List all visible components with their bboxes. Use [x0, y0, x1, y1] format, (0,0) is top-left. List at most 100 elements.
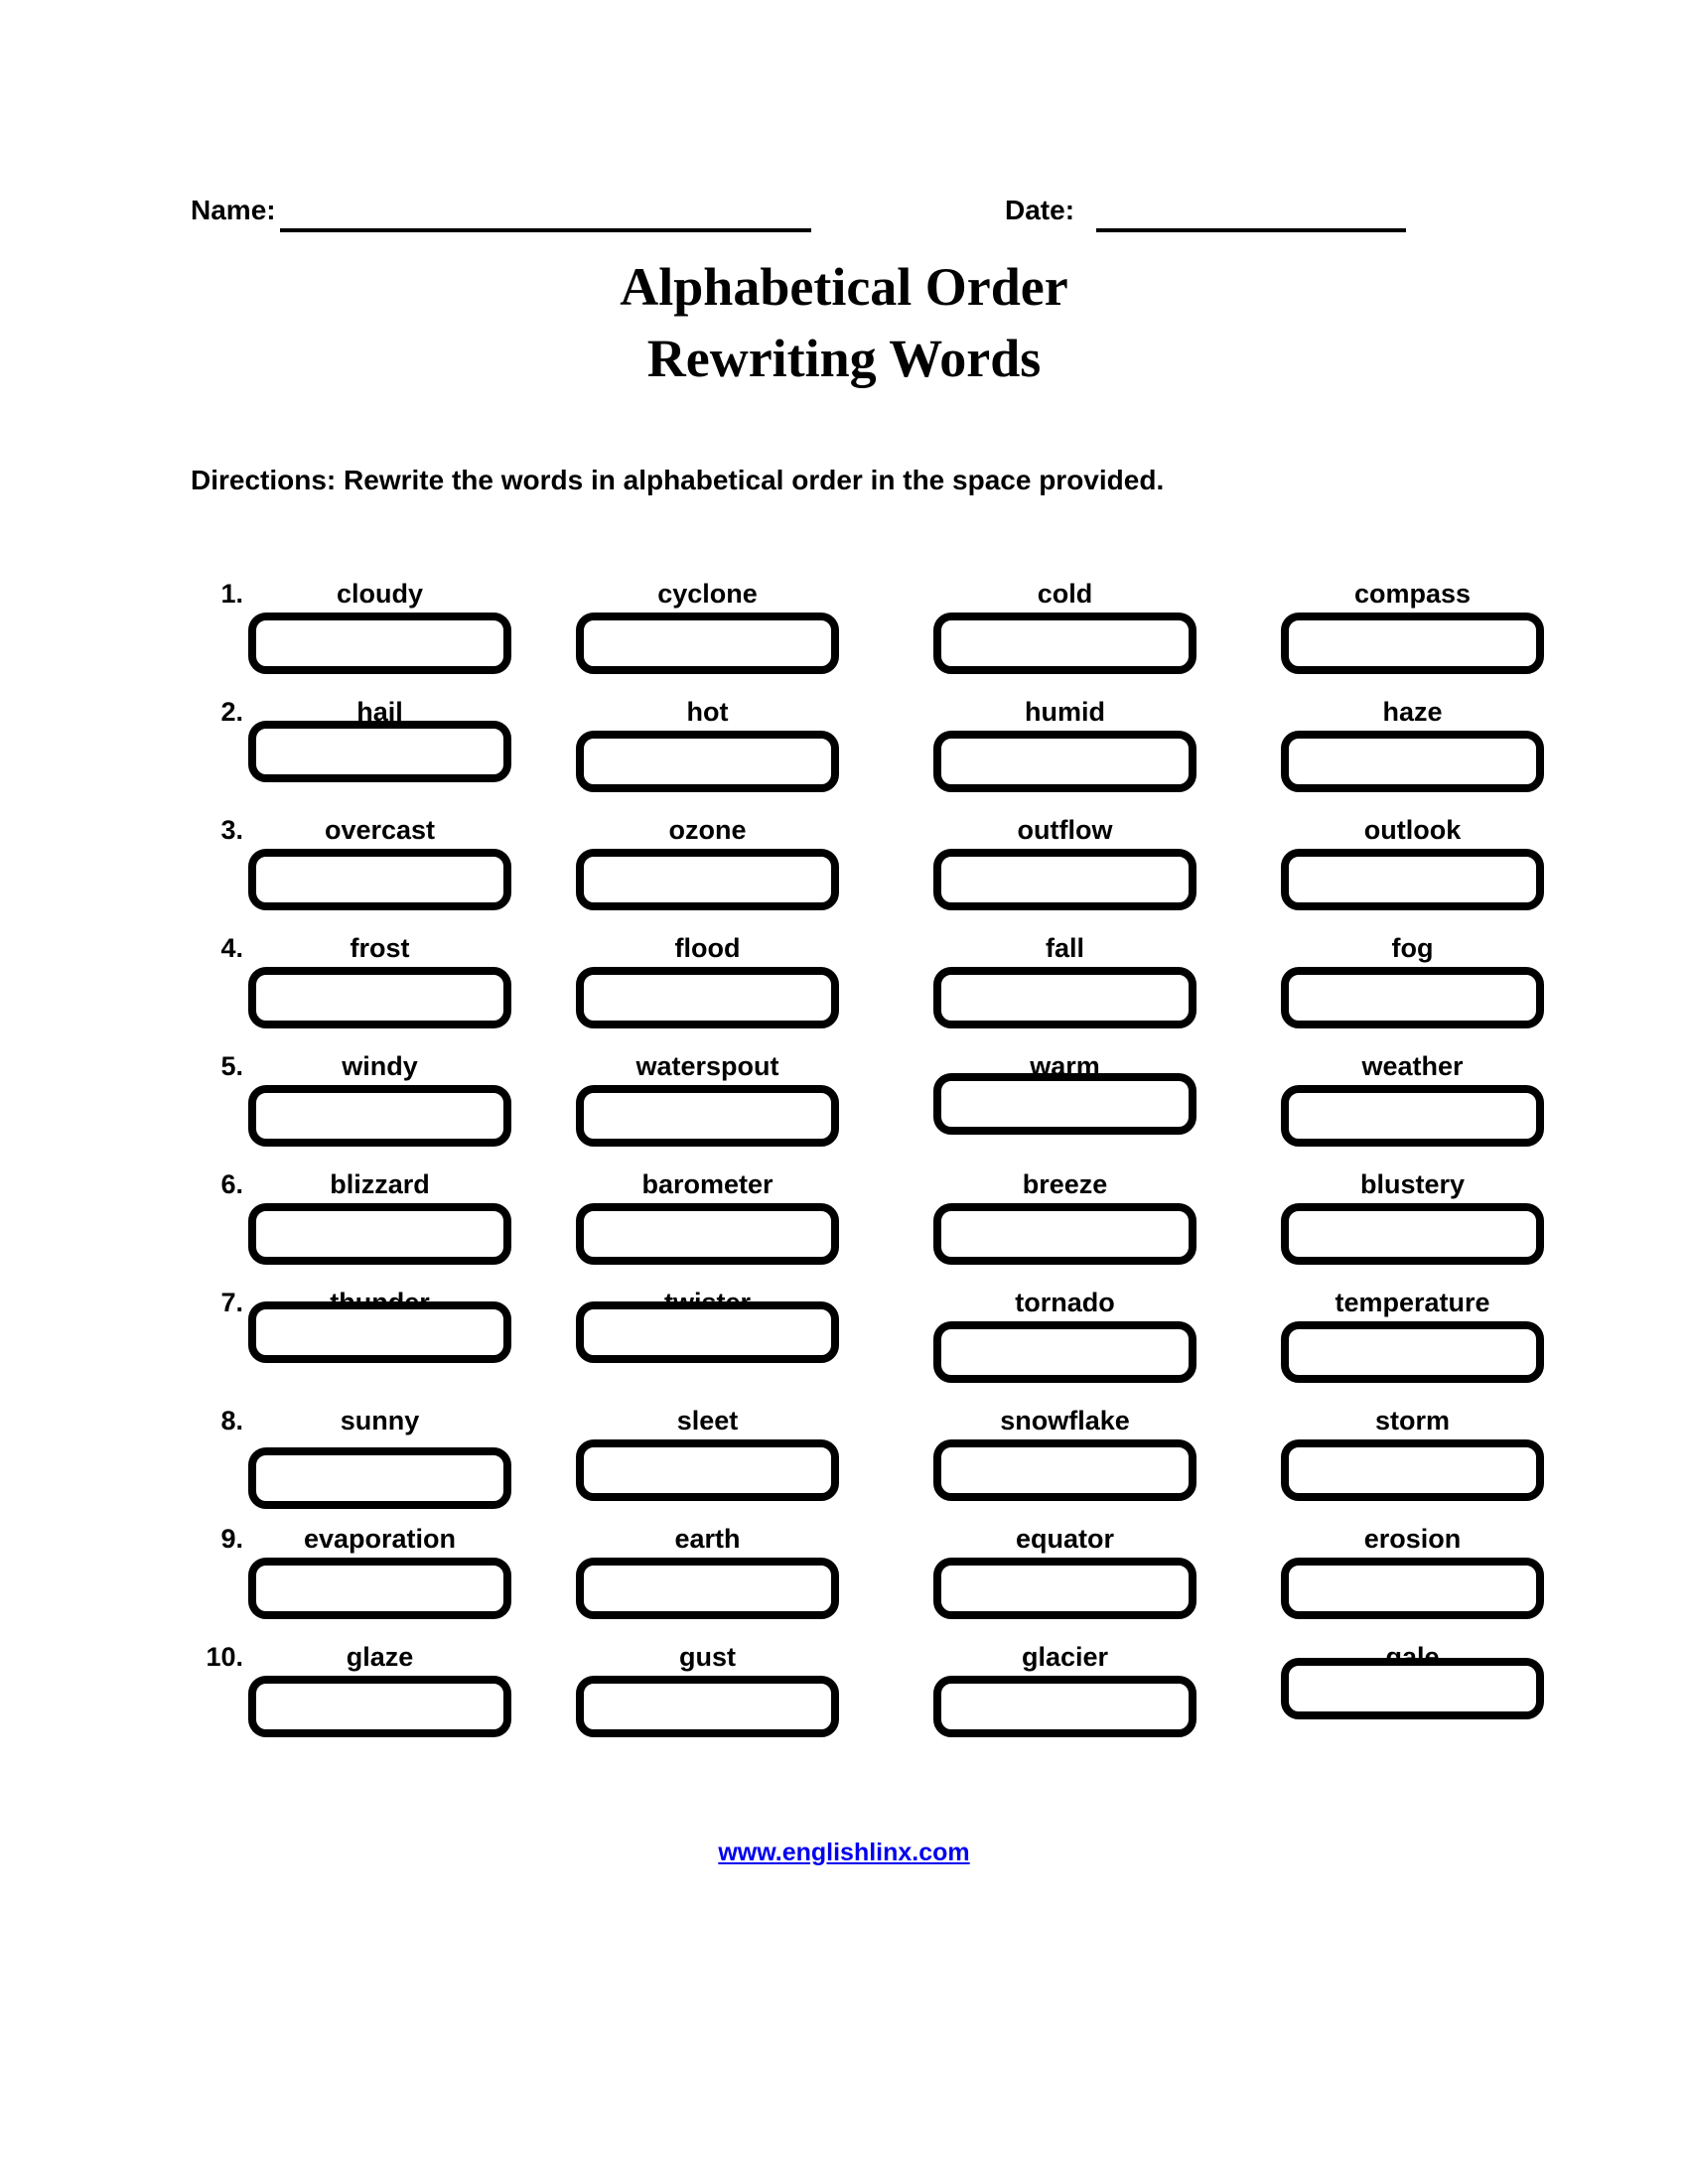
word-cell: glaze — [248, 1642, 511, 1760]
answer-box[interactable] — [933, 613, 1196, 674]
answer-box[interactable] — [1281, 1321, 1544, 1383]
word-cell: cold — [933, 579, 1196, 697]
worksheet-row: 1. cloudy cyclone cold compass — [0, 579, 1688, 697]
word-cell: flood — [576, 933, 839, 1051]
word-cell: twister — [576, 1288, 839, 1406]
answer-box[interactable] — [576, 1085, 839, 1147]
answer-box[interactable] — [1281, 967, 1544, 1028]
row-number: 5. — [220, 1051, 243, 1081]
word-cell: snowflake — [933, 1406, 1196, 1524]
answer-box[interactable] — [248, 1203, 511, 1265]
worksheet-row: 7. thunder twister tornado temperature — [0, 1288, 1688, 1406]
answer-box[interactable] — [576, 849, 839, 910]
answer-box[interactable] — [576, 613, 839, 674]
word-cell: overcast — [248, 815, 511, 933]
answer-box[interactable] — [1281, 1658, 1544, 1719]
word-label: glaze — [346, 1642, 414, 1672]
answer-box[interactable] — [933, 1073, 1196, 1135]
word-label: fog — [1391, 933, 1434, 963]
word-label: cloudy — [336, 579, 423, 609]
word-cell: haze — [1281, 697, 1544, 815]
word-cell: temperature — [1281, 1288, 1544, 1406]
answer-box[interactable] — [1281, 1558, 1544, 1619]
word-label: equator — [1015, 1524, 1114, 1554]
worksheet-row: 3. overcast ozone outflow outlook — [0, 815, 1688, 933]
answer-box[interactable] — [248, 1558, 511, 1619]
word-cell: tornado — [933, 1288, 1196, 1406]
word-label: glacier — [1021, 1642, 1109, 1672]
word-label: blizzard — [330, 1169, 430, 1199]
row-number: 9. — [220, 1524, 243, 1554]
answer-box[interactable] — [248, 721, 511, 782]
row-number: 4. — [220, 933, 243, 963]
answer-box[interactable] — [248, 1447, 511, 1509]
word-label: gust — [679, 1642, 736, 1672]
answer-box[interactable] — [1281, 731, 1544, 792]
word-cell: sunny — [248, 1406, 511, 1524]
word-label: barometer — [641, 1169, 774, 1199]
word-cell: gust — [576, 1642, 839, 1760]
answer-box[interactable] — [933, 1676, 1196, 1737]
answer-box[interactable] — [933, 849, 1196, 910]
answer-box[interactable] — [576, 1203, 839, 1265]
footer-website-link[interactable]: www.englishlinx.com — [718, 1839, 970, 1866]
answer-box[interactable] — [933, 967, 1196, 1028]
name-input-line[interactable] — [280, 199, 811, 232]
answer-box[interactable] — [576, 1676, 839, 1737]
word-label: haze — [1382, 697, 1443, 727]
word-label: overcast — [324, 815, 436, 845]
answer-box[interactable] — [933, 1558, 1196, 1619]
answer-box[interactable] — [576, 1301, 839, 1363]
row-number: 8. — [220, 1406, 243, 1435]
answer-box[interactable] — [933, 1439, 1196, 1501]
word-cell: outlook — [1281, 815, 1544, 933]
answer-box[interactable] — [248, 849, 511, 910]
answer-box[interactable] — [248, 967, 511, 1028]
word-cell: evaporation — [248, 1524, 511, 1642]
answer-box[interactable] — [576, 1439, 839, 1501]
word-label: blustery — [1359, 1169, 1466, 1199]
answer-box[interactable] — [1281, 849, 1544, 910]
word-label: sleet — [676, 1406, 739, 1435]
answer-box[interactable] — [933, 1321, 1196, 1383]
answer-box[interactable] — [1281, 613, 1544, 674]
word-cell: sleet — [576, 1406, 839, 1524]
word-cell: fall — [933, 933, 1196, 1051]
answer-box[interactable] — [933, 1203, 1196, 1265]
answer-box[interactable] — [248, 1676, 511, 1737]
word-label: ozone — [668, 815, 747, 845]
worksheet-row: 6. blizzard barometer breeze blustery — [0, 1169, 1688, 1288]
worksheet-row: 9. evaporation earth equator erosion — [0, 1524, 1688, 1642]
word-cell: glacier — [933, 1642, 1196, 1760]
answer-box[interactable] — [1281, 1439, 1544, 1501]
word-cell: outflow — [933, 815, 1196, 933]
row-number: 2. — [220, 697, 243, 727]
name-label: Name: — [191, 195, 276, 225]
word-cell: breeze — [933, 1169, 1196, 1288]
word-cell: compass — [1281, 579, 1544, 697]
answer-box[interactable] — [576, 731, 839, 792]
answer-box[interactable] — [1281, 1085, 1544, 1147]
directions-text: Directions: Rewrite the words in alphabe… — [191, 465, 1165, 495]
word-cell: cloudy — [248, 579, 511, 697]
answer-box[interactable] — [576, 1558, 839, 1619]
date-input-line[interactable] — [1096, 199, 1406, 232]
answer-box[interactable] — [933, 731, 1196, 792]
word-cell: waterspout — [576, 1051, 839, 1169]
answer-box[interactable] — [248, 613, 511, 674]
worksheet-row: 4. frost flood fall fog — [0, 933, 1688, 1051]
word-cell: weather — [1281, 1051, 1544, 1169]
word-label: frost — [350, 933, 410, 963]
answer-box[interactable] — [576, 967, 839, 1028]
word-label: cyclone — [657, 579, 758, 609]
word-label: earth — [674, 1524, 741, 1554]
page-title-line2: Rewriting Words — [646, 329, 1042, 388]
word-cell: warm — [933, 1051, 1196, 1169]
answer-box[interactable] — [248, 1085, 511, 1147]
word-label: cold — [1037, 579, 1093, 609]
date-label: Date: — [1005, 195, 1075, 225]
answer-box[interactable] — [1281, 1203, 1544, 1265]
answer-box[interactable] — [248, 1301, 511, 1363]
word-label: storm — [1374, 1406, 1450, 1435]
word-label: outflow — [1017, 815, 1113, 845]
